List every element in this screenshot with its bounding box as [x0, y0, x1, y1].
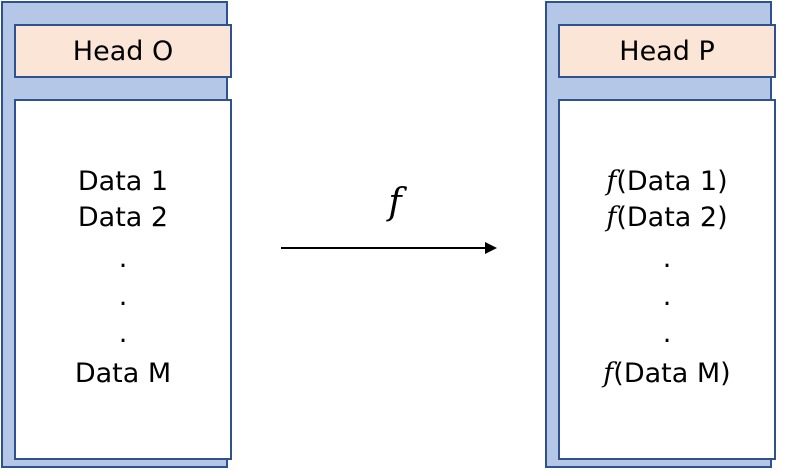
source-data-item: Data 2: [77, 202, 169, 233]
source-ellipsis-dot: .: [118, 281, 128, 312]
source-block: Head O Data 1 Data 2 . . . Data M: [1, 1, 232, 468]
target-data-item: f(Data 1): [606, 166, 728, 197]
function-symbol: f: [606, 202, 617, 233]
target-data-item: f(Data 2): [606, 202, 728, 233]
target-ellipsis-dot: .: [662, 281, 672, 312]
function-symbol: f: [603, 358, 614, 389]
source-data-item: Data M: [74, 358, 172, 389]
target-data-box: f(Data 1) f(Data 2) . . . f(Data M): [558, 99, 776, 460]
target-ellipsis-dot: .: [662, 243, 672, 274]
transform-function-label: f: [388, 182, 402, 223]
source-data-item: Data 1: [77, 166, 169, 197]
source-data-box: Data 1 Data 2 . . . Data M: [14, 99, 232, 460]
target-data-item: f(Data M): [603, 358, 731, 389]
source-head: Head O: [14, 24, 232, 78]
source-ellipsis-dot: .: [118, 243, 128, 274]
source-ellipsis-dot: .: [118, 318, 128, 349]
target-ellipsis-dot: .: [662, 318, 672, 349]
target-block: Head P f(Data 1) f(Data 2) . . . f(Data …: [545, 1, 776, 468]
target-head: Head P: [558, 24, 776, 78]
function-symbol: f: [606, 166, 617, 197]
